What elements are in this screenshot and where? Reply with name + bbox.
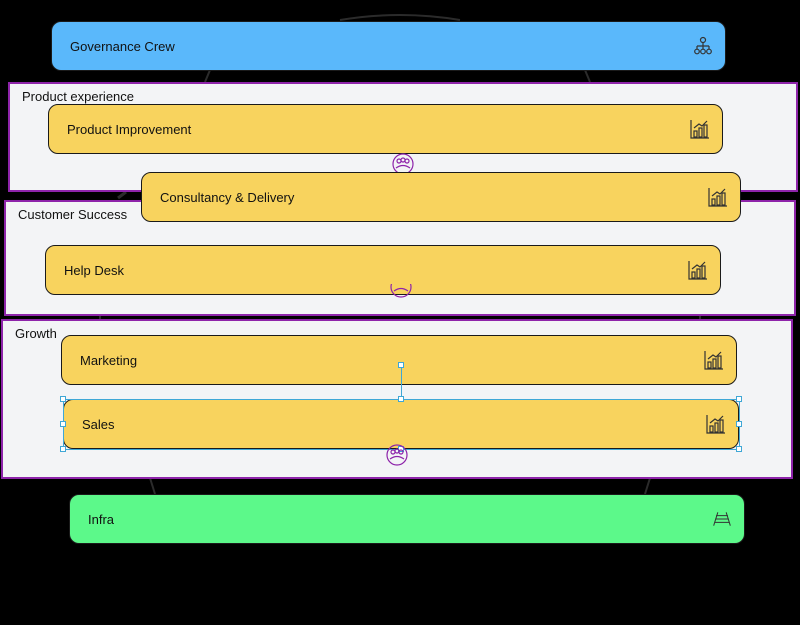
resize-handle-left[interactable] (60, 421, 66, 427)
infra-card[interactable]: Infra (69, 494, 745, 544)
group-label-customer-success: Customer Success (18, 207, 128, 222)
team-members-icon (386, 444, 408, 466)
sales-card[interactable]: Sales (63, 399, 739, 449)
group-label-growth: Growth (15, 326, 57, 341)
bar-chart-icon (708, 187, 728, 207)
resize-handle-bottom-right[interactable] (736, 446, 742, 452)
rail-track-icon (712, 509, 732, 529)
sales-label: Sales (82, 416, 115, 432)
marketing-label: Marketing (80, 352, 138, 368)
bar-chart-icon (688, 260, 708, 280)
bar-chart-icon (690, 119, 710, 139)
governance-crew-card[interactable]: Governance Crew (51, 21, 726, 71)
bar-chart-icon (706, 414, 726, 434)
product-improvement-card[interactable]: Product Improvement (48, 104, 723, 154)
bar-chart-icon (704, 350, 724, 370)
infra-label: Infra (88, 511, 115, 527)
rotate-handle[interactable] (398, 362, 404, 368)
consultancy-delivery-card[interactable]: Consultancy & Delivery (141, 172, 741, 222)
team-members-icon (390, 284, 412, 298)
governance-crew-label: Governance Crew (70, 38, 175, 54)
resize-handle-top-right[interactable] (736, 396, 742, 402)
group-label-product-experience: Product experience (22, 89, 135, 104)
resize-handle-top[interactable] (398, 396, 404, 402)
rotate-handle-line (401, 366, 402, 399)
help-desk-label: Help Desk (64, 262, 124, 278)
resize-handle-top-left[interactable] (60, 396, 66, 402)
consultancy-delivery-label: Consultancy & Delivery (160, 189, 295, 205)
product-improvement-label: Product Improvement (67, 121, 192, 137)
org-chart-icon (693, 36, 713, 56)
marketing-card[interactable]: Marketing (61, 335, 737, 385)
help-desk-card[interactable]: Help Desk (45, 245, 721, 295)
resize-handle-right[interactable] (736, 421, 742, 427)
resize-handle-bottom-left[interactable] (60, 446, 66, 452)
